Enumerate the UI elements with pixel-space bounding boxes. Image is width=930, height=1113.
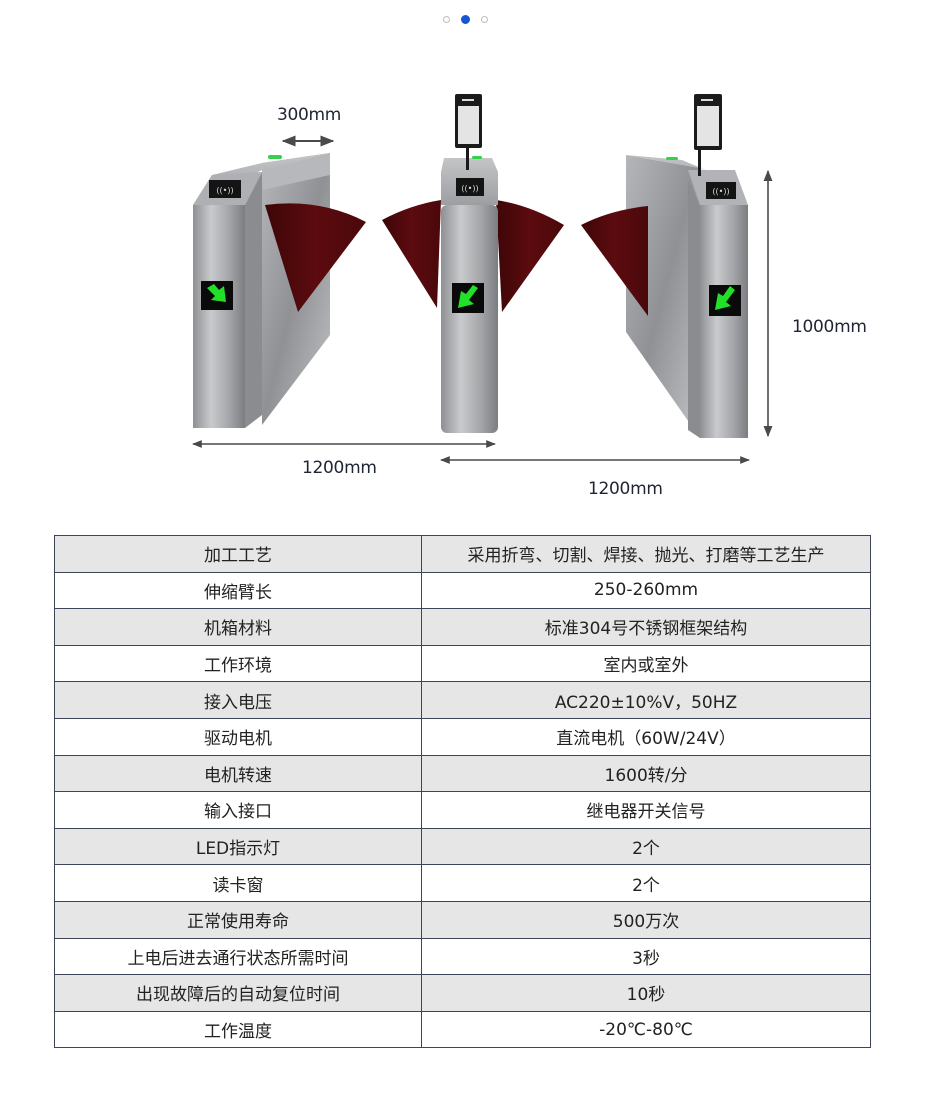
spec-value: AC220±10%V，50HZ <box>421 681 871 719</box>
carousel-dot-1[interactable] <box>442 16 450 23</box>
height-dimension-label: 1000mm <box>792 317 867 337</box>
turnstile-illustration: ((•)) ((•)) <box>192 94 773 464</box>
spec-label: 输入接口 <box>54 791 422 829</box>
left-turnstile-unit: ((•)) <box>193 153 366 428</box>
svg-text:((•)): ((•)) <box>712 187 729 196</box>
spec-value: 直流电机（60W/24V） <box>421 717 871 756</box>
spec-label: 加工工艺 <box>54 535 422 573</box>
spec-label: 工作温度 <box>54 1010 422 1049</box>
turnstile-dimension-figure: ((•)) ((•)) <box>0 0 930 520</box>
table-row: 工作温度-20℃-80℃ <box>54 1010 871 1049</box>
table-row: 驱动电机直流电机（60W/24V） <box>54 717 871 756</box>
spec-value: 标准304号不锈钢框架结构 <box>421 608 871 646</box>
spec-value: 2个 <box>421 827 871 866</box>
width-dimension-label: 300mm <box>277 105 342 125</box>
spec-label: 伸缩臂长 <box>54 571 422 610</box>
carousel-dot-2-active[interactable] <box>460 15 470 24</box>
spec-label: 接入电压 <box>54 681 422 719</box>
spec-label: 出现故障后的自动复位时间 <box>54 974 422 1012</box>
spec-label: 机箱材料 <box>54 608 422 646</box>
spec-label: 驱动电机 <box>54 717 422 756</box>
spec-value: 采用折弯、切割、焊接、抛光、打磨等工艺生产 <box>421 535 871 573</box>
carousel-indicator <box>0 15 930 24</box>
right-turnstile-unit: ((•)) <box>581 94 748 438</box>
svg-text:((•)): ((•)) <box>461 184 478 193</box>
spec-value: 3秒 <box>421 937 871 976</box>
spec-label: 电机转速 <box>54 754 422 793</box>
spec-value: 500万次 <box>421 900 871 939</box>
spec-value: 10秒 <box>421 974 871 1012</box>
spec-value: 1600转/分 <box>421 754 871 793</box>
carousel-dot-3[interactable] <box>480 16 488 23</box>
spec-label: 上电后进去通行状态所需时间 <box>54 937 422 976</box>
table-row: 工作环境室内或室外 <box>54 644 871 683</box>
center-turnstile-unit: ((•)) <box>382 94 564 433</box>
table-row: 机箱材料标准304号不锈钢框架结构 <box>54 608 871 646</box>
spec-label: 正常使用寿命 <box>54 900 422 939</box>
spec-value: -20℃-80℃ <box>421 1010 871 1049</box>
spec-label: 工作环境 <box>54 644 422 683</box>
table-row: 加工工艺采用折弯、切割、焊接、抛光、打磨等工艺生产 <box>54 535 871 573</box>
svg-text:((•)): ((•)) <box>216 186 233 195</box>
spec-value: 250-260mm <box>421 571 871 610</box>
spec-label: 读卡窗 <box>54 864 422 902</box>
table-row: 输入接口继电器开关信号 <box>54 791 871 829</box>
spec-value: 室内或室外 <box>421 644 871 683</box>
spec-value: 2个 <box>421 864 871 902</box>
right-length-dimension-label: 1200mm <box>588 479 663 499</box>
spec-value: 继电器开关信号 <box>421 791 871 829</box>
spec-label: LED指示灯 <box>54 827 422 866</box>
left-length-dimension-label: 1200mm <box>302 458 377 478</box>
